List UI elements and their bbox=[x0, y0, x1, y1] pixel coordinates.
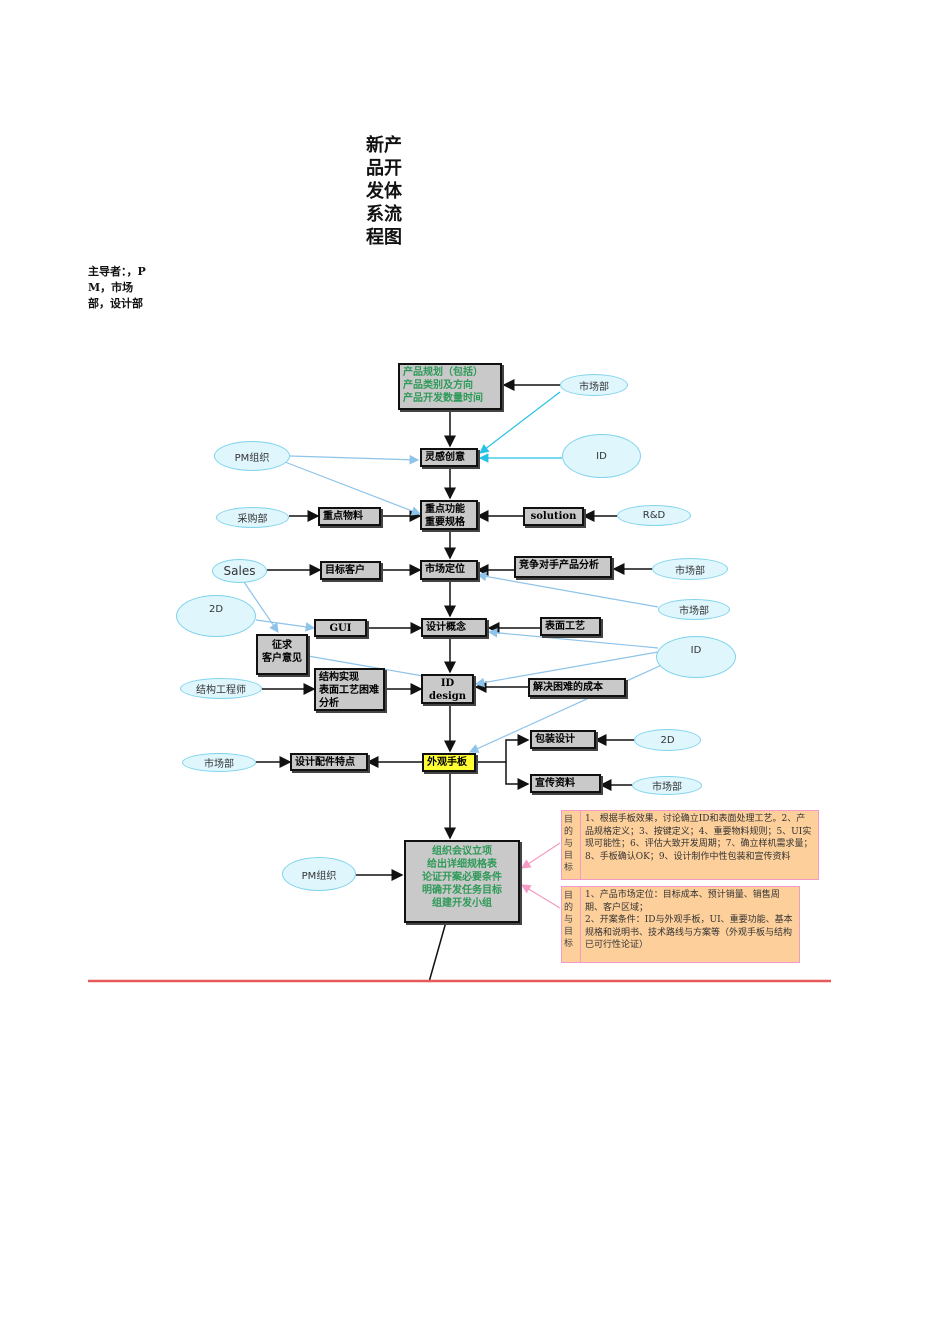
blue-arrow-id2-to-id bbox=[474, 651, 659, 688]
lead-owners: 主导者：，PM，市场部，设计部 bbox=[88, 265, 146, 310]
box-collect-opinion: 征求 客户意见 bbox=[256, 634, 308, 675]
blue-arrow-2d-to-gui bbox=[255, 619, 316, 632]
ellipse-id-2: ID bbox=[656, 636, 736, 678]
blue-line-opinion-to-id bbox=[307, 655, 424, 677]
ellipse-market-dept-5: 市场部 bbox=[632, 776, 702, 795]
box-key-function: 重点功能 重要规格 bbox=[420, 500, 478, 530]
ellipse-structure-engineer: 结构工程师 bbox=[180, 678, 262, 699]
ellipse-sales: Sales bbox=[212, 559, 267, 583]
note-goals-2-tag: 目的与目标 bbox=[562, 887, 581, 962]
ellipse-pm-org-2: PM组织 bbox=[282, 857, 356, 891]
pink-arrow-note2-to-meeting bbox=[520, 884, 561, 909]
box-appearance-mockup: 外观手板 bbox=[422, 753, 476, 772]
box-surface-process: 表面工艺 bbox=[540, 617, 601, 636]
box-structure-analysis: 结构实现 表面工艺困难 分析 bbox=[314, 668, 385, 711]
page-title: 新产品开发体系流程图 bbox=[366, 135, 402, 248]
box-target-customer: 目标客户 bbox=[320, 561, 381, 580]
note-goals-1-text: 1、根据手板效果，讨论确立ID和表面处理工艺。2、产品规格定义；3、按键定义；4… bbox=[585, 814, 813, 862]
note-goals-2: 目的与目标 1、产品市场定位：目标成本、预计销量、销售周期、客户区域； 2、开案… bbox=[561, 886, 800, 963]
ellipse-market-dept-3: 市场部 bbox=[658, 599, 730, 620]
ellipse-pm-org-1: PM组织 bbox=[214, 441, 290, 471]
ellipse-2d-2: 2D bbox=[634, 729, 701, 751]
pink-arrow-note1-to-meeting bbox=[520, 842, 561, 869]
box-accessory-feature: 设计配件特点 bbox=[290, 753, 368, 771]
ellipse-market-dept-1: 市场部 bbox=[560, 374, 628, 396]
box-gui: GUI bbox=[314, 619, 367, 637]
box-solution: solution bbox=[523, 507, 584, 526]
box-inspiration: 灵感创意 bbox=[420, 448, 478, 467]
ellipse-market-dept-4: 市场部 bbox=[182, 753, 256, 772]
box-project-meeting: 组织会议立项 给出详细规格表 论证开案必要条件 明确开发任务目标 组建开发小组 bbox=[404, 840, 520, 923]
note-goals-1-tag: 目的与目标 bbox=[562, 811, 581, 879]
note-goals-1: 目的与目标 1、根据手板效果，讨论确立ID和表面处理工艺。2、产品规格定义；3、… bbox=[561, 810, 819, 880]
blue-arrow-id2-to-mockup bbox=[468, 663, 665, 753]
ellipse-rnd: R&D bbox=[617, 505, 691, 526]
arrow-mockup-to-package bbox=[476, 734, 530, 763]
ellipse-id-1: ID bbox=[562, 434, 641, 478]
blue-arrow-sales-to-opinion bbox=[243, 581, 279, 633]
blue-arrow-market3-to-market bbox=[476, 571, 659, 608]
box-market-position: 市场定位 bbox=[420, 560, 478, 580]
blue-arrow-id2-to-concept bbox=[487, 628, 659, 649]
box-solve-cost: 解决困难的成本 bbox=[528, 678, 626, 697]
box-package-design: 包装设计 bbox=[530, 730, 596, 749]
box-product-planning: 产品规划（包括） 产品类别及方向 产品开发数量时间 bbox=[398, 363, 502, 410]
box-promo-material: 宣传资料 bbox=[530, 774, 601, 793]
cyan-arrow-market1-to-inspiration bbox=[479, 391, 561, 454]
ellipse-2d-1: 2D bbox=[176, 595, 256, 637]
blue-arrow-pm1-to-inspiration bbox=[289, 454, 420, 465]
note-goals-2-text: 1、产品市场定位：目标成本、预计销量、销售周期、客户区域； 2、开案条件：ID与… bbox=[585, 890, 793, 950]
ellipse-purchase-dept: 采购部 bbox=[216, 507, 289, 528]
box-design-concept: 设计概念 bbox=[421, 618, 487, 637]
box-competitor-analysis: 竞争对手产品分析 bbox=[514, 556, 612, 578]
box-id-design: ID design bbox=[421, 674, 474, 704]
arrow-mockup-to-promo bbox=[505, 762, 530, 790]
line-meeting-down bbox=[428, 921, 447, 983]
blue-arrow-pm1-to-keyfunction bbox=[284, 461, 422, 516]
box-key-material: 重点物料 bbox=[318, 507, 381, 526]
ellipse-market-dept-2: 市场部 bbox=[652, 558, 728, 580]
